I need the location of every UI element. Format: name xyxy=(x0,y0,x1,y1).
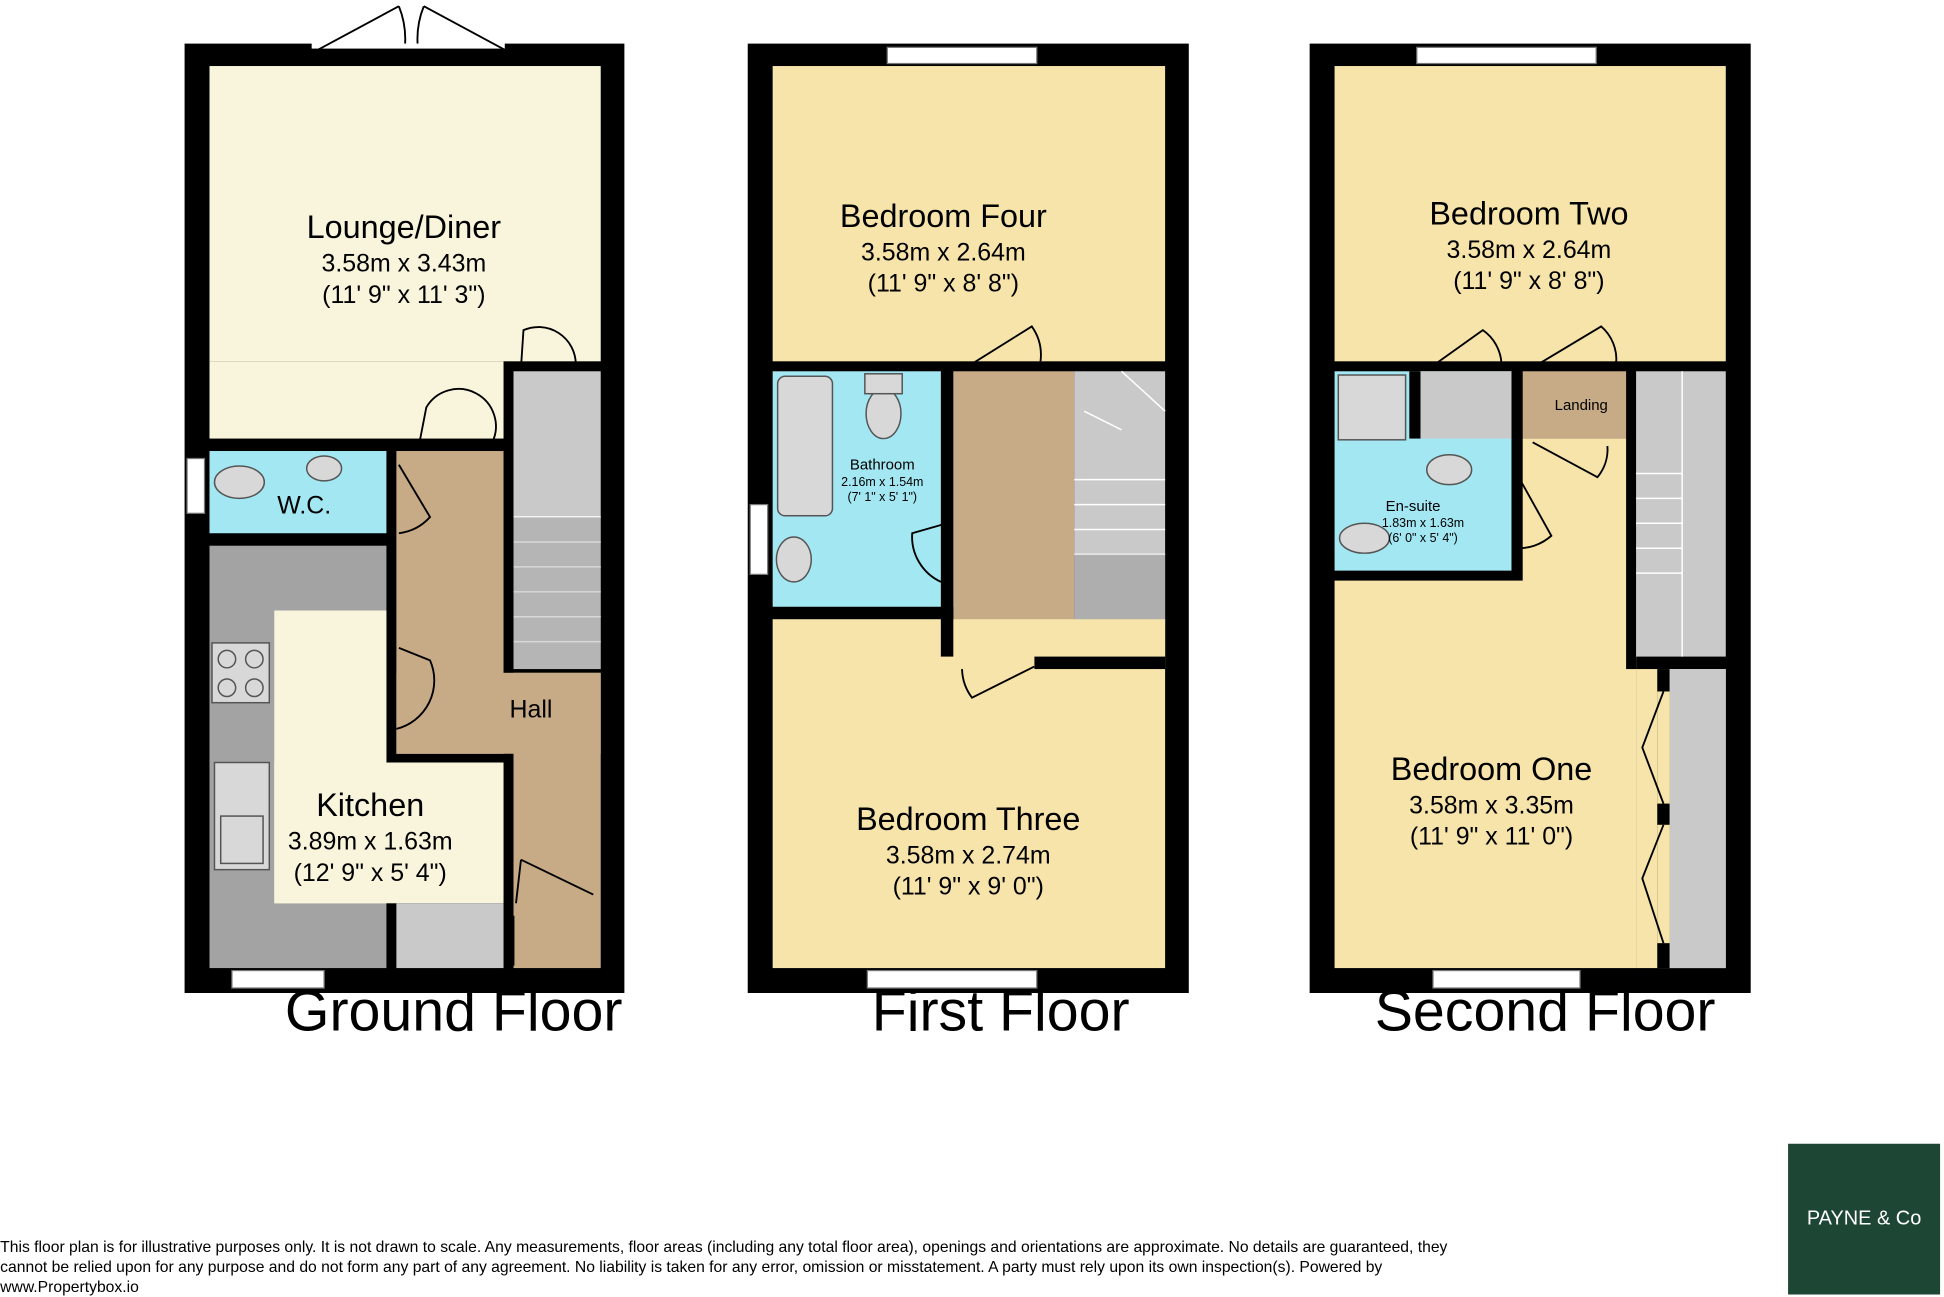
shower xyxy=(1337,374,1407,441)
room-name-bedroom-four: Bedroom Four xyxy=(840,198,1047,234)
floor-label-ground: Ground Floor xyxy=(285,979,623,1043)
room-metric-bedroom-two: 3.58m x 2.64m xyxy=(1447,236,1612,264)
room-metric-lounge: 3.58m x 3.43m xyxy=(321,250,486,278)
room-imperial-bedroom-two: (11' 9" x 8' 8") xyxy=(1453,267,1604,295)
second-floor-landing xyxy=(1522,371,1627,439)
ground-floor: Lounge/Diner 3.58m x 3.43m (11' 9" x 11'… xyxy=(184,5,625,1043)
room-metric-bathroom: 2.16m x 1.54m xyxy=(841,475,923,489)
room-imperial-bedroom-one: (11' 9" x 11' 0") xyxy=(1410,823,1573,851)
logo-background xyxy=(1788,1143,1941,1295)
room-name-kitchen: Kitchen xyxy=(316,787,424,823)
first-floor-landing xyxy=(953,371,1075,657)
room-name-bedroom-two: Bedroom Two xyxy=(1429,195,1628,231)
room-name-hall: Hall xyxy=(509,696,552,724)
stairs xyxy=(1636,371,1726,657)
stairs xyxy=(1074,371,1166,657)
logo-text: PAYNE & Co xyxy=(1807,1208,1921,1230)
floor-label-first: First Floor xyxy=(872,979,1130,1043)
bedroom-four xyxy=(772,66,1166,362)
room-imperial-kitchen: (12' 9" x 5' 4") xyxy=(294,859,447,887)
disclaimer-line-1: This floor plan is for illustrative purp… xyxy=(0,1239,1447,1256)
bedroom-three xyxy=(772,619,1166,969)
room-imperial-bedroom-four: (11' 9" x 8' 8") xyxy=(868,270,1019,298)
room-metric-bedroom-one: 3.58m x 3.35m xyxy=(1409,792,1574,820)
cupboard xyxy=(396,903,504,969)
room-name-bedroom-three: Bedroom Three xyxy=(856,801,1080,837)
second-floor: Bedroom Two 3.58m x 2.64m (11' 9" x 8' 8… xyxy=(1309,43,1751,1043)
room-name-landing: Landing xyxy=(1555,397,1608,414)
wardrobe xyxy=(1669,669,1726,969)
room-imperial-bathroom: (7' 1" x 5' 1") xyxy=(848,490,918,504)
cupboard xyxy=(1420,371,1512,439)
room-metric-bedroom-four: 3.58m x 2.64m xyxy=(861,238,1026,266)
stairs xyxy=(513,371,601,670)
room-imperial-en-suite: (6' 0" x 5' 4") xyxy=(1388,531,1458,545)
room-name-bedroom-one: Bedroom One xyxy=(1391,751,1593,787)
lounge-diner xyxy=(209,66,601,362)
room-imperial-bedroom-three: (11' 9" x 9' 0") xyxy=(893,873,1044,901)
disclaimer-line-3: www.Propertybox.io xyxy=(0,1279,139,1296)
bedroom-two xyxy=(1334,66,1726,362)
room-name-bathroom: Bathroom xyxy=(850,457,915,474)
room-imperial-lounge: (11' 9" x 11' 3") xyxy=(322,281,485,309)
room-metric-en-suite: 1.83m x 1.63m xyxy=(1382,516,1464,530)
room-name-lounge: Lounge/Diner xyxy=(307,209,502,245)
first-floor: Bedroom Four 3.58m x 2.64m (11' 9" x 8' … xyxy=(747,43,1189,1043)
logo: PAYNE & Co xyxy=(1788,1143,1941,1295)
bath xyxy=(776,375,834,517)
floor-label-second: Second Floor xyxy=(1375,979,1716,1043)
room-name-en-suite: En-suite xyxy=(1386,498,1441,515)
room-name-wc: W.C. xyxy=(277,491,331,519)
disclaimer-line-2: cannot be relied upon for any purpose an… xyxy=(0,1259,1382,1276)
room-metric-bedroom-three: 3.58m x 2.74m xyxy=(886,841,1051,869)
room-metric-kitchen: 3.89m x 1.63m xyxy=(288,828,453,856)
